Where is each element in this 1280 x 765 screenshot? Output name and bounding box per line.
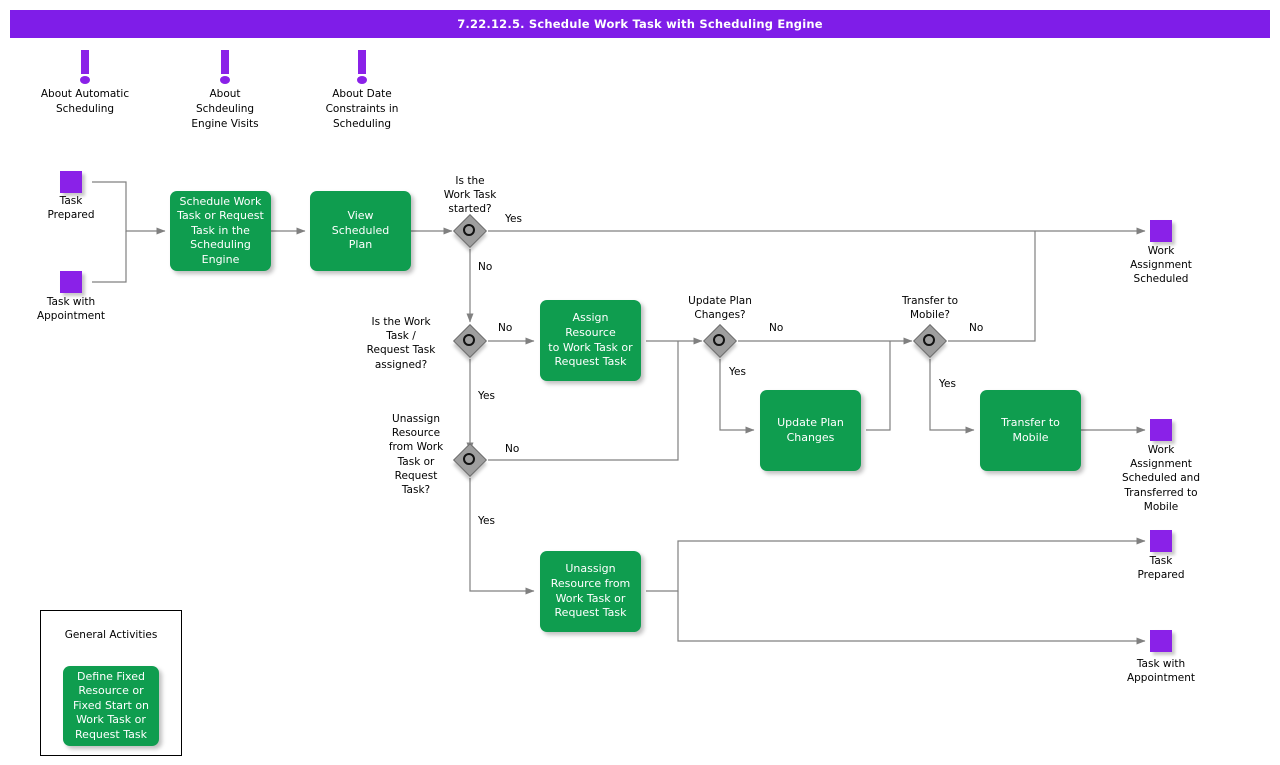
edge-label-assigned-no: No bbox=[498, 322, 513, 334]
start-event-task-with-appointment[interactable] bbox=[60, 271, 82, 293]
edge-label-assigned-yes: Yes bbox=[478, 390, 495, 402]
legend-title: General Activities bbox=[64, 629, 158, 641]
end-event-task-prepared[interactable] bbox=[1150, 530, 1172, 552]
gateway-transfer-to-mobile[interactable] bbox=[913, 324, 947, 358]
edge-label-update-no: No bbox=[769, 322, 784, 334]
edge-label-transfer-yes: Yes bbox=[939, 378, 956, 390]
edge-label-transfer-no: No bbox=[969, 322, 984, 334]
edge-label-unassign-yes: Yes bbox=[478, 515, 495, 527]
end-event-task-with-appointment[interactable] bbox=[1150, 630, 1172, 652]
edge-label-started-yes: Yes bbox=[505, 213, 522, 225]
start-event-task-prepared[interactable] bbox=[60, 171, 82, 193]
end-event-work-assignment-scheduled-transferred[interactable] bbox=[1150, 419, 1172, 441]
edge-label-unassign-no: No bbox=[505, 443, 520, 455]
gateway-unassign-resource[interactable] bbox=[453, 443, 487, 477]
page-title: 7.22.12.5. Schedule Work Task with Sched… bbox=[10, 10, 1270, 38]
exclamation-icon bbox=[170, 50, 280, 84]
edge-label-update-yes: Yes bbox=[729, 366, 746, 378]
gateway-task-assigned[interactable] bbox=[453, 324, 487, 358]
gateway-update-plan-changes[interactable] bbox=[703, 324, 737, 358]
gateway-work-task-started[interactable] bbox=[453, 214, 487, 248]
end-event-work-assignment-scheduled[interactable] bbox=[1150, 220, 1172, 242]
edge-label-started-no: No bbox=[478, 261, 493, 273]
exclamation-icon bbox=[30, 50, 140, 84]
exclamation-icon bbox=[307, 50, 417, 84]
